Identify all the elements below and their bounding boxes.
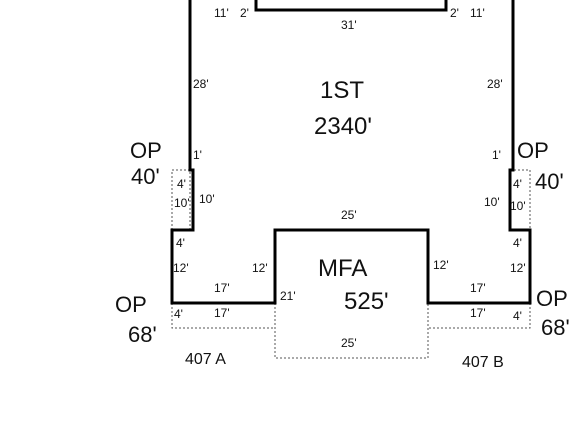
first-floor-outline [170, 0, 532, 305]
dim-left-op-10-in: 10' [174, 196, 190, 210]
op-left-lower-sqft: 68' [128, 322, 157, 347]
dim-right-1: 1' [492, 148, 501, 162]
unit-right-label: 407 B [462, 354, 504, 371]
dim-left-12b: 12' [252, 261, 268, 275]
dim-bottom-25: 25' [341, 336, 357, 350]
op-right-lower-outline [428, 303, 531, 329]
dim-right-17b: 17' [470, 306, 486, 320]
dim-right-4c: 4' [513, 309, 522, 323]
dim-right-10-out: 10' [484, 195, 500, 209]
dim-right-op-4: 4' [513, 177, 522, 191]
dim-left-21: 21' [280, 289, 296, 303]
dim-left-17a: 17' [214, 281, 230, 295]
dim-right-4b: 4' [513, 236, 522, 250]
unit-left-label: 407 A [185, 351, 226, 368]
dim-right-17a: 17' [470, 281, 486, 295]
dim-right-12a: 12' [433, 258, 449, 272]
dim-left-1: 1' [193, 148, 202, 162]
top-notch-outline [254, 0, 448, 12]
dim-right-28: 28' [487, 77, 503, 91]
dim-top-left-2: 2' [240, 6, 249, 20]
dim-left-op-4: 4' [177, 177, 186, 191]
dim-top-right-2: 2' [450, 6, 459, 20]
dim-right-op-10-in: 10' [510, 199, 526, 213]
dim-right-12b: 12' [510, 261, 526, 275]
dim-left-17b: 17' [214, 306, 230, 320]
first-floor-code: 1ST [320, 77, 364, 104]
dim-top-left-11: 11' [214, 6, 229, 20]
dim-left-10-out: 10' [199, 192, 215, 206]
first-floor-sqft: 2340' [314, 113, 372, 140]
dim-mfa-top-25: 25' [341, 208, 357, 222]
dim-left-4c: 4' [174, 307, 183, 321]
dim-left-12a: 12' [173, 261, 189, 275]
op-right-lower-sqft: 68' [541, 315, 570, 340]
op-right-upper-code: OP [517, 138, 549, 163]
op-left-lower-outline [171, 303, 275, 329]
dim-top-31: 31' [341, 18, 357, 32]
op-left-lower-code: OP [115, 292, 147, 317]
dim-left-28: 28' [193, 77, 209, 91]
op-left-upper-code: OP [130, 138, 162, 163]
mfa-code: MFA [318, 255, 367, 282]
op-right-upper-sqft: 40' [535, 169, 564, 194]
dim-left-4b: 4' [176, 236, 185, 250]
dim-top-right-11: 11' [470, 6, 485, 20]
op-right-lower-code: OP [536, 286, 568, 311]
op-left-upper-sqft: 40' [131, 164, 160, 189]
mfa-sqft: 525' [344, 288, 389, 315]
